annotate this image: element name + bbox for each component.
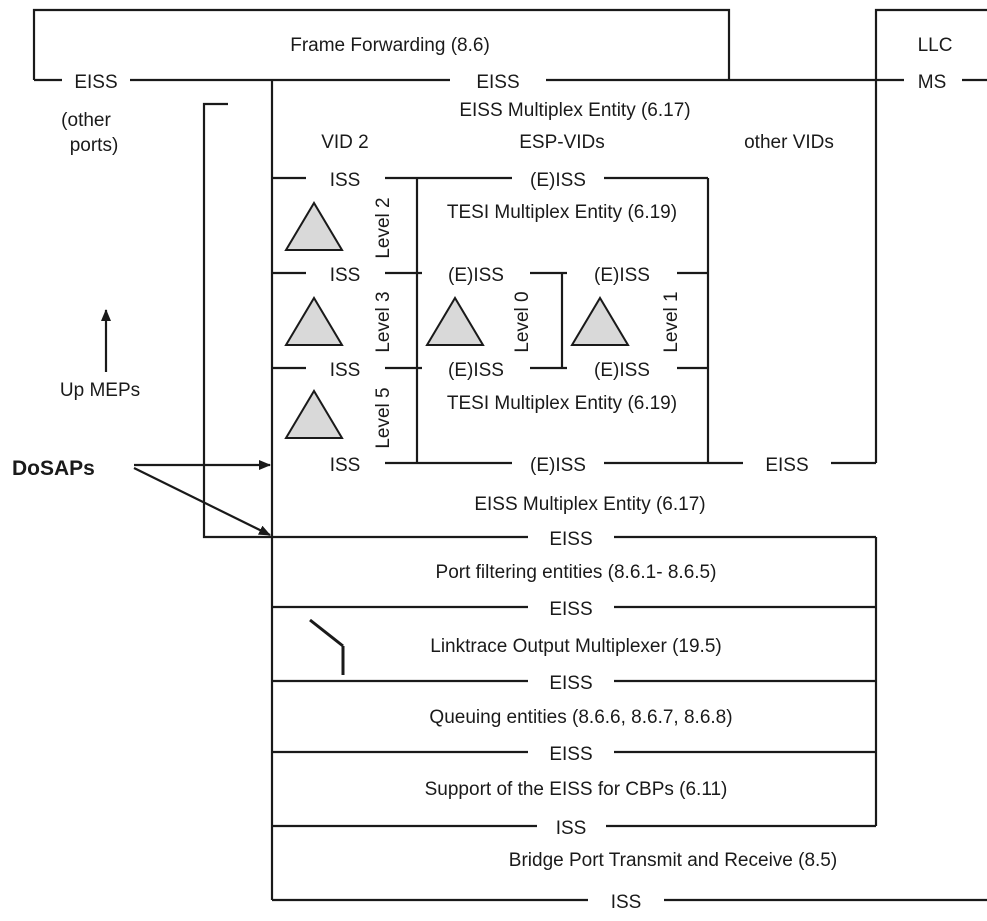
eiss-label: EISS — [765, 455, 808, 476]
mid-row: ISS (E)ISS (E)ISS — [272, 265, 708, 286]
eiss-e-label: (E)ISS — [448, 265, 504, 286]
up-meps-bracket — [202, 102, 228, 539]
layer-interface-label: ISS — [556, 818, 587, 839]
ms-label: MS — [918, 72, 947, 93]
eiss-e-label: (E)ISS — [594, 360, 650, 381]
llc-title: LLC — [918, 35, 953, 56]
layer-interface-label: EISS — [549, 744, 592, 765]
dosaps-label: DoSAPs — [12, 457, 95, 480]
other-ports-line2: ports) — [70, 135, 119, 156]
port-filtering-title: Port filtering entities (8.6.1- 8.6.5) — [436, 562, 717, 583]
tesi-bottom-row: ISS (E)ISS (E)ISS TESI Multiplex Entity … — [272, 360, 708, 414]
support-eiss-cbps-title: Support of the EISS for CBPs (6.11) — [425, 779, 728, 800]
layer-interface-label: EISS — [549, 673, 592, 694]
eiss-center-label: EISS — [476, 72, 519, 93]
layer-interface-label: EISS — [549, 529, 592, 550]
llc-box: LLC MS — [729, 8, 987, 463]
other-vids-label: other VIDs — [744, 132, 834, 153]
vid2-label: VID 2 — [321, 132, 369, 153]
tesi-multiplex-top-title: TESI Multiplex Entity (6.19) — [447, 202, 677, 223]
mep-triangle-level-0 — [425, 296, 485, 346]
linktrace-multiplexer-icon — [309, 618, 345, 675]
iss-label: ISS — [330, 170, 361, 191]
level-2-label: Level 2 — [373, 197, 394, 258]
dosap-row: ISS (E)ISS EISS EISS Multiplex Entity (6… — [330, 455, 876, 515]
iss-label: ISS — [330, 265, 361, 286]
queuing-entities-title: Queuing entities (8.6.6, 8.6.7, 8.6.8) — [429, 707, 732, 728]
mep-triangle-level-1 — [570, 296, 630, 346]
level-1-label: Level 1 — [661, 291, 682, 352]
layer-stack: EISS Port filtering entities (8.6.1- 8.6… — [228, 529, 987, 913]
esp-vids-label: ESP-VIDs — [519, 132, 605, 153]
bridge-port-transmit-title: Bridge Port Transmit and Receive (8.5) — [509, 850, 837, 871]
eiss-multiplex-top-title: EISS Multiplex Entity (6.17) — [459, 100, 690, 121]
mep-triangle-level-2 — [284, 201, 344, 251]
level-3-label: Level 3 — [373, 291, 394, 352]
tesi-multiplex-bottom-title: TESI Multiplex Entity (6.19) — [447, 393, 677, 414]
eiss-e-label: (E)ISS — [530, 170, 586, 191]
level-0-label: Level 0 — [512, 291, 533, 352]
frame-forwarding-title: Frame Forwarding (8.6) — [290, 35, 490, 56]
linktrace-output-title: Linktrace Output Multiplexer (19.5) — [430, 636, 721, 657]
eiss-left-label: EISS — [74, 72, 117, 93]
bottom-iss-label: ISS — [611, 892, 642, 913]
eiss-multiplex-bottom-title: EISS Multiplex Entity (6.17) — [474, 494, 705, 515]
dosaps-arrow-lower — [133, 467, 271, 536]
eiss-e-label: (E)ISS — [530, 455, 586, 476]
iss-label: ISS — [330, 455, 361, 476]
mep-triangle-level-5 — [284, 389, 344, 439]
tesi-top-row: ISS (E)ISS TESI Multiplex Entity (6.19) — [272, 170, 708, 223]
eiss-e-label: (E)ISS — [448, 360, 504, 381]
up-meps-label: Up MEPs — [60, 380, 140, 401]
other-ports-line1: (other — [61, 110, 111, 131]
iss-label: ISS — [330, 360, 361, 381]
level-5-label: Level 5 — [373, 387, 394, 448]
layer-interface-label: EISS — [549, 599, 592, 620]
mep-triangle-level-3 — [284, 296, 344, 346]
frame-forwarding-box: Frame Forwarding (8.6) EISS EISS — [32, 8, 731, 93]
eiss-e-label: (E)ISS — [594, 265, 650, 286]
